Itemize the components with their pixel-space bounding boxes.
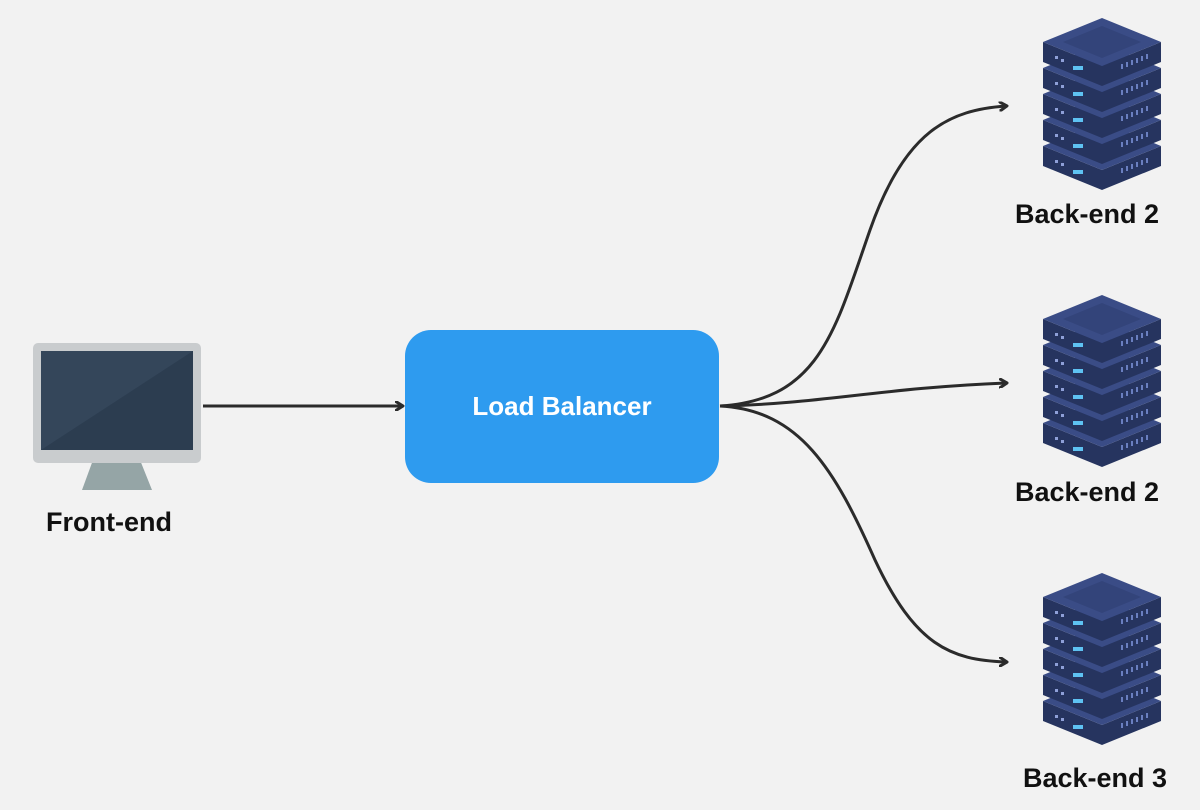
backend-label-1: Back-end 2 [1015,199,1160,229]
front-end-label: Front-end [46,507,172,537]
arrow-lb-to-backend-2 [719,383,1006,408]
monitor-icon [33,343,201,490]
server-stack-icon [1043,18,1161,190]
arrow-lb-to-backend-1 [719,106,1006,408]
backend-label-2: Back-end 2 [1015,477,1160,507]
server-stack-icon [1043,573,1161,745]
load-balancer-label: Load Balancer [472,391,652,421]
load-balancer-node: Load Balancer [405,330,719,483]
server-stack-icon [1043,295,1161,467]
backend-label-3: Back-end 3 [1023,763,1168,793]
arrow-lb-to-backend-3 [719,404,1006,662]
